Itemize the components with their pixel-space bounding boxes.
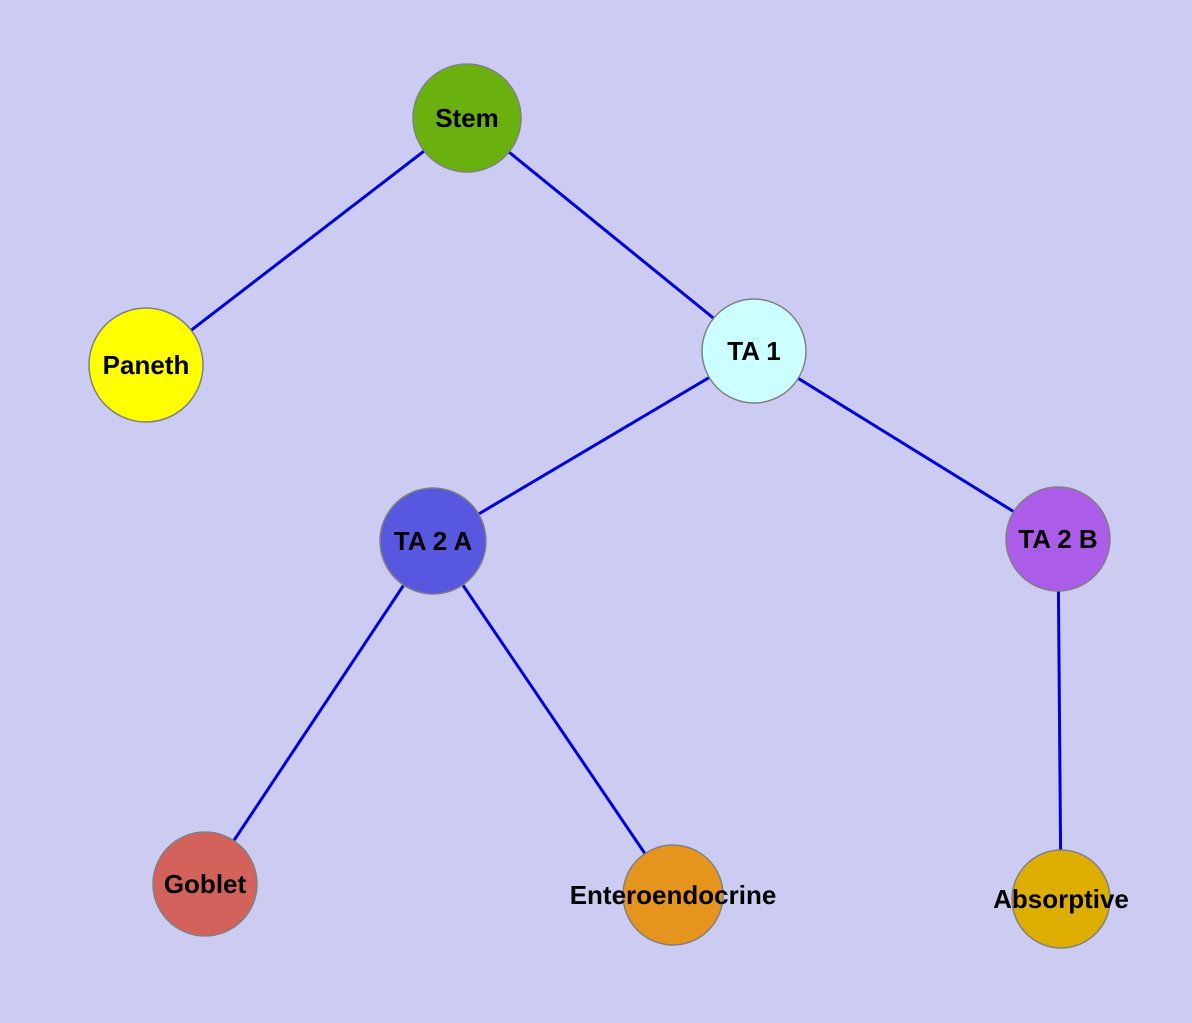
node-stem[interactable] <box>412 63 522 173</box>
nodes-layer <box>88 63 1111 949</box>
edge-stem-ta1 <box>466 116 755 353</box>
node-ta2a[interactable] <box>379 487 487 595</box>
edge-ta2a-enteroendocrine <box>431 540 675 896</box>
edge-ta1-ta2a <box>432 349 755 543</box>
node-ta2b[interactable] <box>1005 486 1111 592</box>
edge-ta1-ta2b <box>753 349 1059 541</box>
node-enteroendocrine[interactable] <box>622 844 724 946</box>
node-paneth[interactable] <box>88 307 204 423</box>
edges-layer <box>145 116 1063 900</box>
node-ta1[interactable] <box>701 298 807 404</box>
node-goblet[interactable] <box>152 831 258 937</box>
edge-stem-paneth <box>145 116 468 367</box>
edge-ta2b-absorptive <box>1056 538 1063 900</box>
edge-ta2a-goblet <box>203 540 435 885</box>
node-absorptive[interactable] <box>1011 849 1111 949</box>
